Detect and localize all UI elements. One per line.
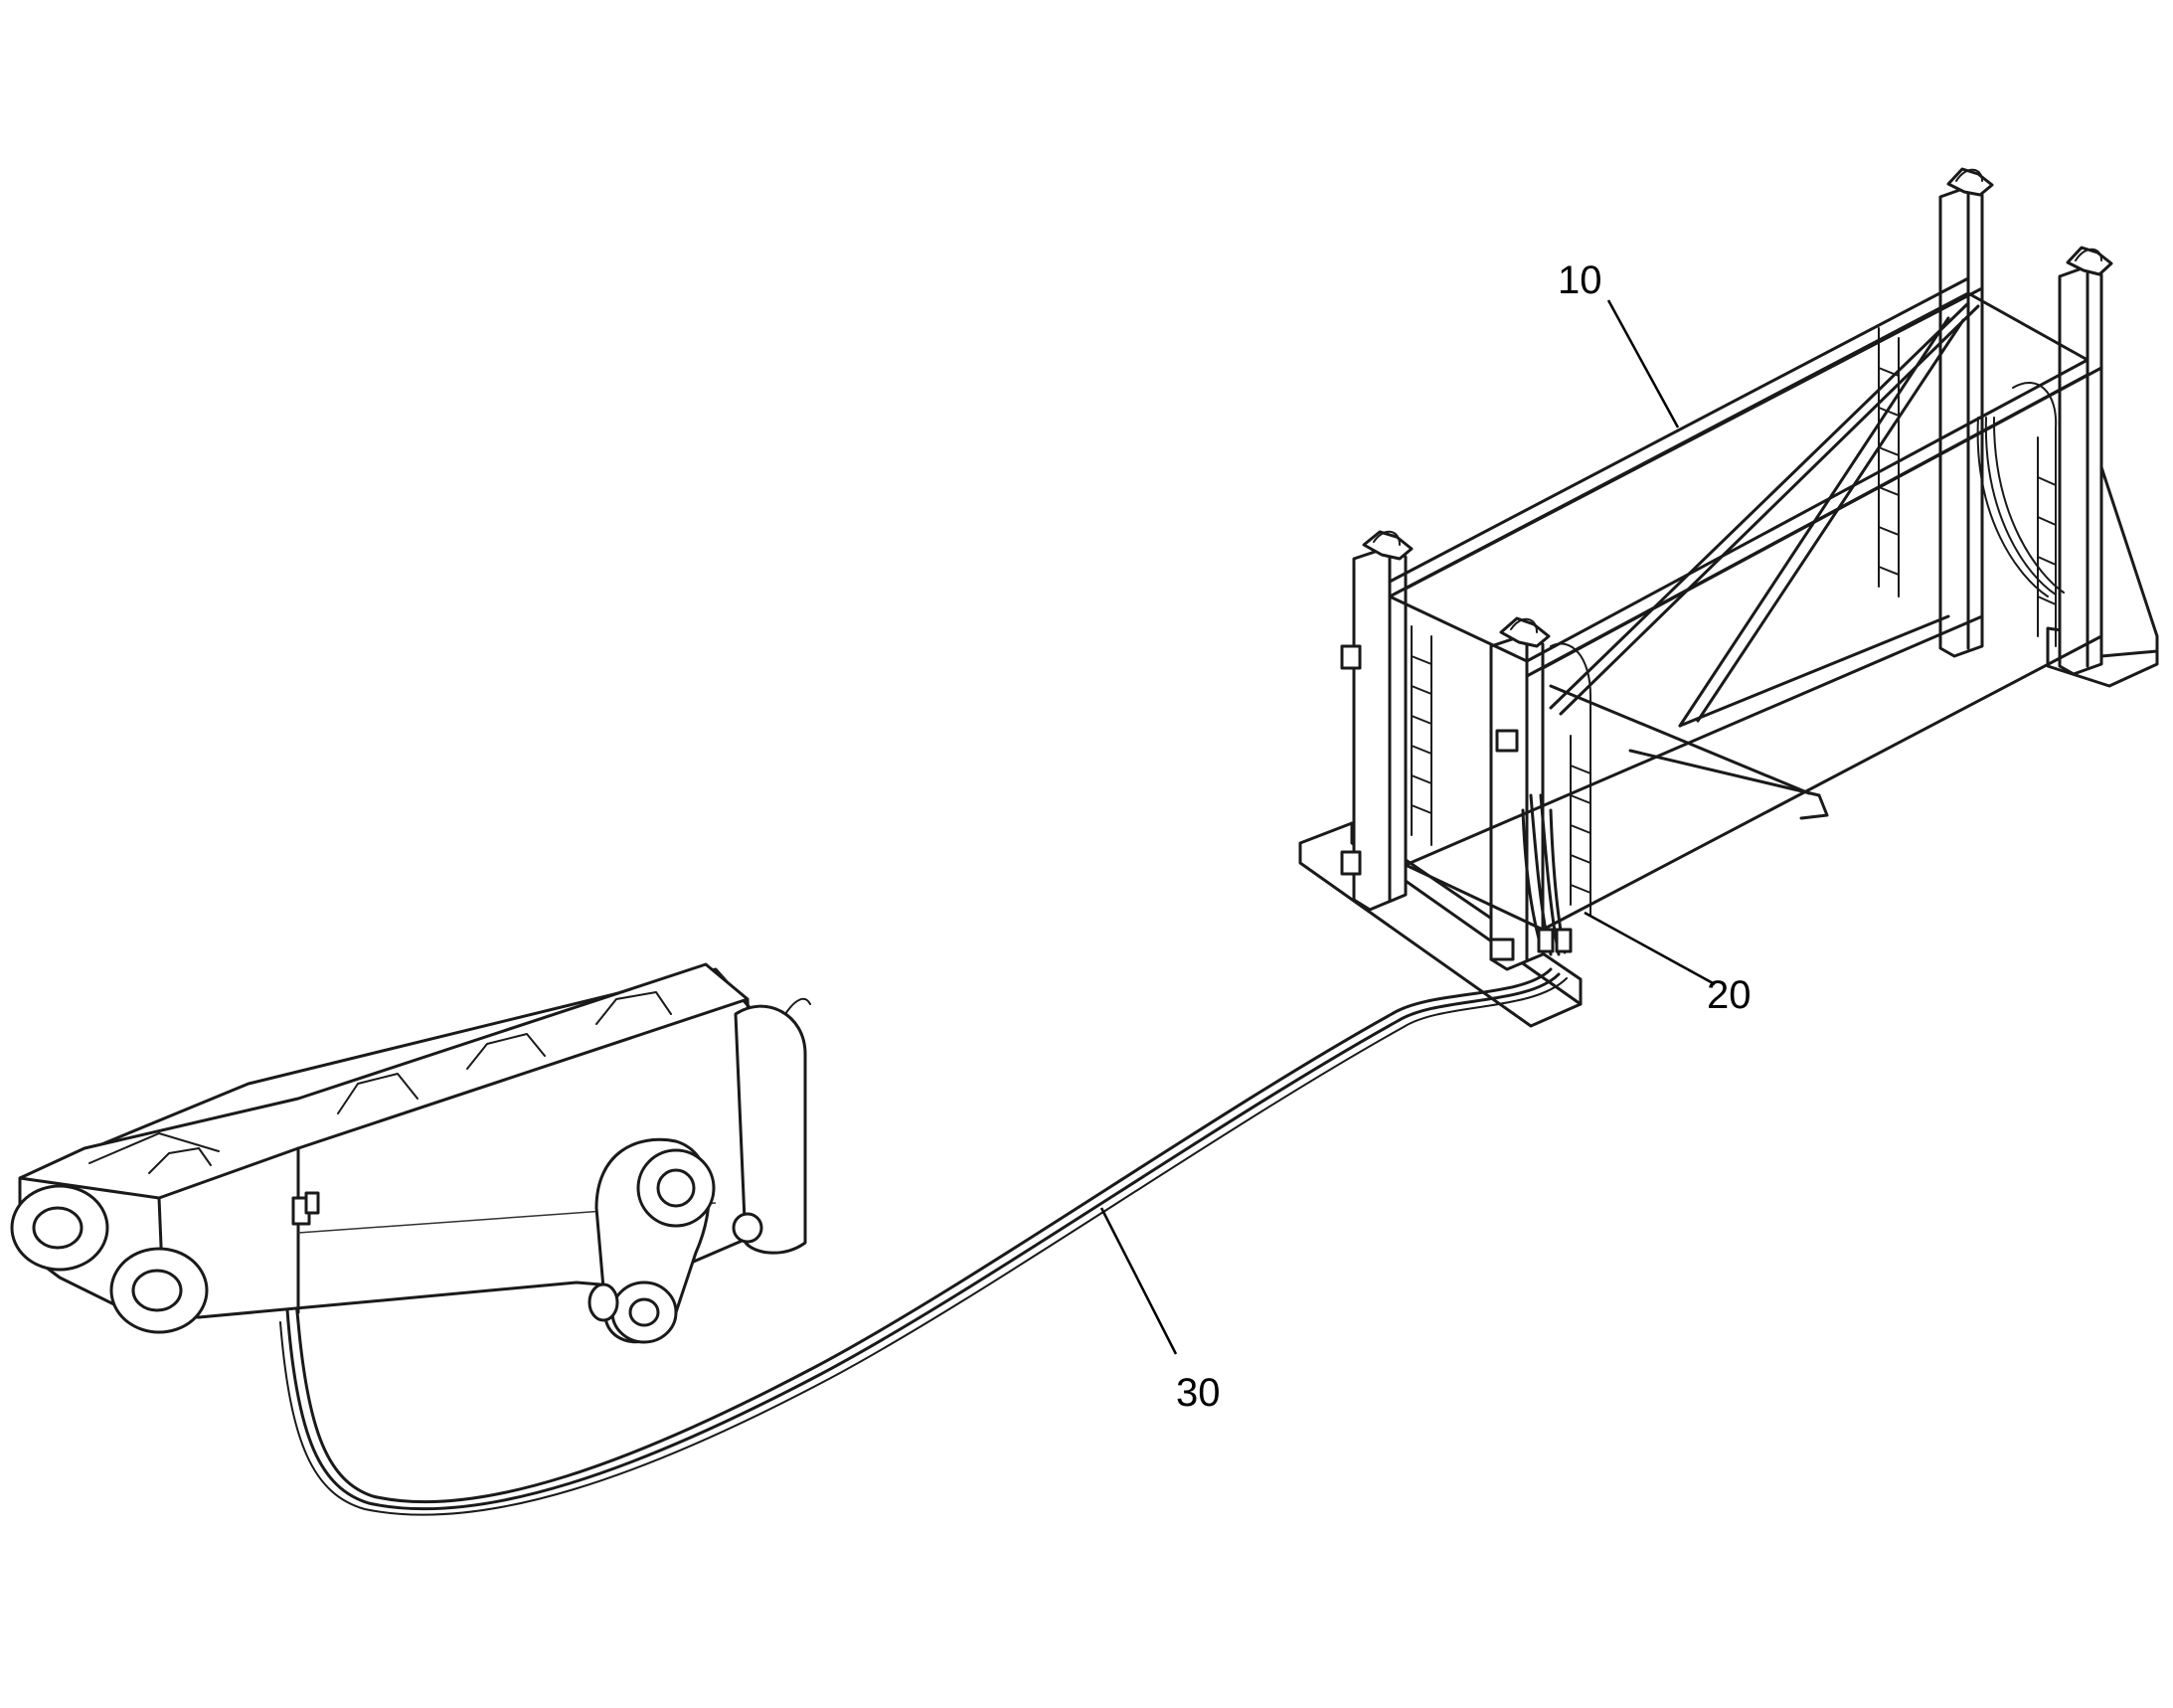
boom-arm [10,962,811,1344]
rack-ladder-front-right [1550,642,1591,916]
callout-30: 30 [1176,1371,1221,1415]
callout-20: 20 [1707,973,1752,1017]
callout-10: 10 [1558,258,1602,302]
rack-bracket [1340,644,1362,670]
rack-ladder-rear-right [2012,382,2058,647]
callout-leader-30 [1099,1207,1178,1355]
rack-ladder-rear [1878,327,1900,598]
rack-ladder-front [1411,625,1432,846]
callout-leader-10 [1606,299,1680,428]
storage-rack [1298,167,2159,1028]
rack-post-rear-right [2058,264,2103,676]
hose-connection [1521,793,1573,956]
hydraulic-hose [279,967,1568,1516]
callout-leader-20 [1584,911,1716,986]
